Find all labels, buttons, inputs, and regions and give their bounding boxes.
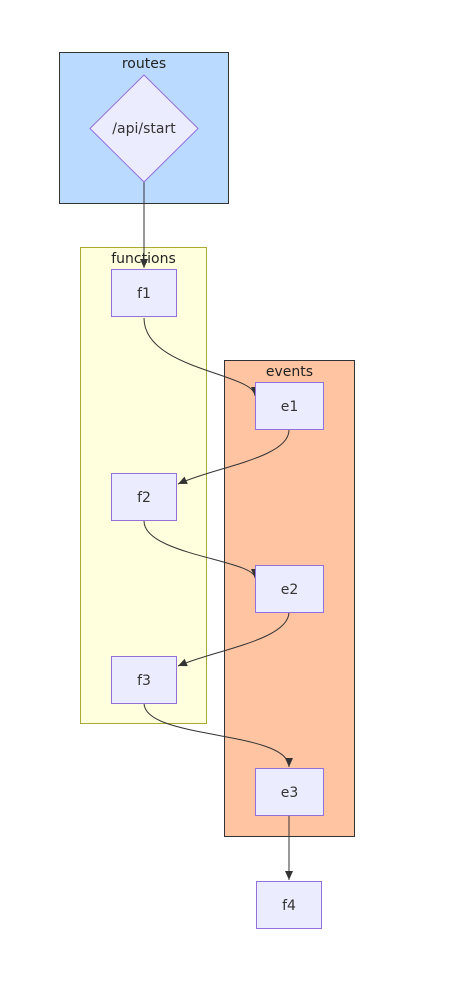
e1-box <box>255 382 324 430</box>
node-e1: e1 <box>255 382 324 430</box>
node-f1: f1 <box>111 269 177 317</box>
edge-f1-to-e1 <box>143 317 259 397</box>
f3-box <box>111 656 177 704</box>
e3-label: e3 <box>281 785 299 801</box>
f4-box <box>256 881 322 929</box>
e3-box <box>255 768 324 816</box>
node-f3: f3 <box>111 656 177 704</box>
node-f2: f2 <box>111 473 177 521</box>
f1-box <box>111 269 177 317</box>
api-start-label: /api/start <box>112 121 176 137</box>
f3-label: f3 <box>137 673 151 689</box>
e2-label: e2 <box>281 582 299 598</box>
edge-f2-to-e2 <box>143 520 259 579</box>
e2-box <box>255 565 324 613</box>
cluster-events-label: events <box>266 364 313 380</box>
f2-label: f2 <box>137 490 151 506</box>
edge-f3-to-e3 <box>143 702 293 768</box>
cluster-functions: functions <box>80 247 207 724</box>
edge-e2-to-f3 <box>177 611 290 667</box>
node-e3: e3 <box>255 768 324 816</box>
api-start-diamond <box>89 74 199 183</box>
node-e2: e2 <box>255 565 324 613</box>
f2-box <box>111 473 177 521</box>
e1-label: e1 <box>281 399 299 415</box>
f4-label: f4 <box>282 898 296 914</box>
node-f4: f4 <box>256 881 322 929</box>
node-api-start: /api/start <box>89 74 199 183</box>
edge-e1-to-f2 <box>177 429 290 485</box>
cluster-routes-label: routes <box>122 56 166 72</box>
f1-label: f1 <box>137 286 151 302</box>
edges <box>140 182 293 880</box>
